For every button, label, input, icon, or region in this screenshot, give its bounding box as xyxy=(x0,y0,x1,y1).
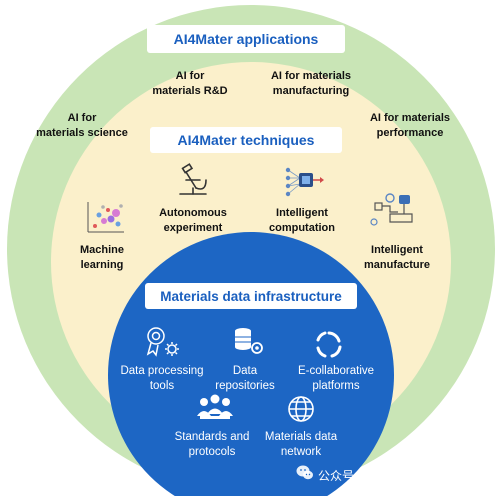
tech-item-computation: Intelligent computation xyxy=(269,207,335,234)
applications-title: AI4Mater applications xyxy=(174,31,319,47)
tech-item-manufacture: Intelligent manufacture xyxy=(364,244,430,271)
database-gear-icon xyxy=(235,328,263,354)
svg-text:manufacture: manufacture xyxy=(364,259,430,271)
watermark: 公众号 · 新材料大数据中心 xyxy=(296,462,492,486)
techniques-title: AI4Mater techniques xyxy=(178,132,315,148)
techniques-title-box: AI4Mater techniques xyxy=(150,127,342,153)
svg-text:tools: tools xyxy=(150,380,175,392)
award-gear-icon xyxy=(146,327,179,357)
svg-text:manufacturing: manufacturing xyxy=(273,85,349,97)
svg-text:E-collaborative: E-collaborative xyxy=(298,365,374,377)
svg-text:protocols: protocols xyxy=(189,446,236,458)
infrastructure-title-box: Materials data infrastructure xyxy=(145,283,357,309)
watermark-text: 公众号 · 新材料大数据中心 xyxy=(318,469,462,483)
app-item-rd: AI for materials R&D xyxy=(152,70,227,97)
svg-text:Materials data: Materials data xyxy=(265,431,338,443)
svg-text:materials science: materials science xyxy=(36,127,128,139)
infra-item-repositories: Data repositories xyxy=(215,365,275,392)
applications-title-box: AI4Mater applications xyxy=(147,25,345,53)
infra-item-processing-tools: Data processing tools xyxy=(120,365,203,392)
svg-text:experiment: experiment xyxy=(164,222,223,234)
svg-text:Data processing: Data processing xyxy=(120,365,203,377)
svg-text:Autonomous: Autonomous xyxy=(159,207,227,219)
svg-text:computation: computation xyxy=(269,222,335,234)
svg-text:Standards and: Standards and xyxy=(175,431,250,443)
svg-text:AI for materials: AI for materials xyxy=(271,70,351,82)
neural-chip-icon xyxy=(285,167,324,197)
svg-text:AI for: AI for xyxy=(68,112,97,124)
infra-item-network: Materials data network xyxy=(265,431,338,458)
svg-text:Intelligent: Intelligent xyxy=(371,244,423,256)
svg-text:AI for: AI for xyxy=(176,70,205,82)
people-icon xyxy=(197,394,233,419)
app-item-performance: AI for materials performance xyxy=(370,112,450,139)
svg-text:Intelligent: Intelligent xyxy=(276,207,328,219)
svg-text:learning: learning xyxy=(81,259,124,271)
scatter-plot-icon xyxy=(87,202,124,233)
robot-arm-icon xyxy=(370,193,413,226)
globe-icon xyxy=(288,396,314,422)
svg-text:repositories: repositories xyxy=(215,380,275,392)
svg-text:Machine: Machine xyxy=(80,244,124,256)
wechat-icon xyxy=(296,465,313,480)
app-item-science: AI for materials science xyxy=(36,112,128,139)
infrastructure-title: Materials data infrastructure xyxy=(160,289,342,304)
infra-item-standards: Standards and protocols xyxy=(175,431,250,458)
app-item-manufacturing: AI for materials manufacturing xyxy=(271,70,351,97)
svg-text:network: network xyxy=(281,446,322,458)
svg-text:materials R&D: materials R&D xyxy=(152,85,227,97)
svg-text:AI for materials: AI for materials xyxy=(370,112,450,124)
svg-text:performance: performance xyxy=(377,127,444,139)
svg-text:platforms: platforms xyxy=(312,380,360,392)
microscope-icon xyxy=(179,163,207,195)
infra-item-platforms: E-collaborative platforms xyxy=(298,365,374,392)
tech-item-autonomous: Autonomous experiment xyxy=(159,207,227,234)
cycle-icon xyxy=(316,331,342,358)
tech-item-machine-learning: Machine learning xyxy=(80,244,124,271)
svg-text:Data: Data xyxy=(233,365,258,377)
